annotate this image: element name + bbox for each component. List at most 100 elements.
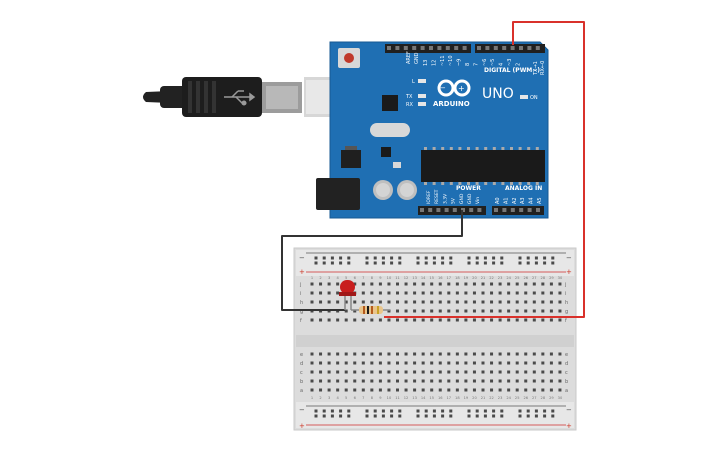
breadboard-hole[interactable] (413, 291, 417, 295)
breadboard-hole[interactable] (390, 256, 394, 260)
breadboard-hole[interactable] (475, 414, 479, 418)
breadboard-hole[interactable] (396, 352, 399, 356)
breadboard-hole[interactable] (387, 370, 391, 374)
breadboard-hole[interactable] (413, 352, 417, 356)
breadboard-hole[interactable] (549, 282, 553, 286)
breadboard-hole[interactable] (558, 309, 562, 313)
breadboard-hole[interactable] (378, 291, 382, 295)
breadboard-hole[interactable] (361, 300, 365, 304)
breadboard-hole[interactable] (441, 409, 445, 413)
breadboard-hole[interactable] (532, 388, 536, 392)
header-pin[interactable] (510, 46, 515, 50)
breadboard-hole[interactable] (507, 352, 511, 356)
breadboard-hole[interactable] (475, 409, 479, 413)
breadboard-hole[interactable] (404, 309, 408, 313)
breadboard-hole[interactable] (330, 414, 334, 418)
breadboard-hole[interactable] (558, 370, 562, 374)
breadboard-hole[interactable] (314, 261, 318, 265)
breadboard-hole[interactable] (319, 379, 323, 383)
breadboard-hole[interactable] (387, 318, 391, 322)
breadboard-hole[interactable] (378, 352, 382, 356)
breadboard-hole[interactable] (490, 352, 494, 356)
breadboard-hole[interactable] (551, 409, 555, 413)
resistor[interactable] (351, 306, 390, 314)
breadboard-hole[interactable] (498, 361, 502, 365)
breadboard-hole[interactable] (421, 361, 425, 365)
breadboard-hole[interactable] (549, 309, 553, 313)
breadboard-hole[interactable] (481, 361, 485, 365)
digital-header-pins[interactable] (385, 44, 545, 53)
breadboard-hole[interactable] (344, 318, 348, 322)
breadboard-hole[interactable] (532, 352, 536, 356)
breadboard-hole[interactable] (387, 282, 391, 286)
breadboard-hole[interactable] (387, 300, 391, 304)
breadboard-hole[interactable] (449, 409, 453, 413)
breadboard-hole[interactable] (549, 318, 553, 322)
breadboard-hole[interactable] (390, 409, 394, 413)
breadboard-hole[interactable] (441, 261, 445, 265)
breadboard-hole[interactable] (541, 282, 545, 286)
breadboard-hole[interactable] (365, 256, 369, 260)
breadboard-hole[interactable] (310, 318, 314, 322)
breadboard-hole[interactable] (336, 282, 340, 286)
breadboard-hole[interactable] (534, 414, 538, 418)
breadboard-hole[interactable] (498, 291, 502, 295)
breadboard-hole[interactable] (361, 361, 365, 365)
breadboard-hole[interactable] (336, 300, 340, 304)
breadboard-hole[interactable] (541, 361, 545, 365)
breadboard-hole[interactable] (490, 379, 494, 383)
breadboard-hole[interactable] (430, 309, 434, 313)
breadboard-hole[interactable] (353, 361, 357, 365)
breadboard-hole[interactable] (430, 379, 434, 383)
breadboard-hole[interactable] (526, 414, 530, 418)
breadboard-hole[interactable] (543, 261, 547, 265)
breadboard-hole[interactable] (472, 300, 476, 304)
breadboard-hole[interactable] (322, 409, 326, 413)
header-pin[interactable] (510, 208, 515, 212)
header-pin[interactable] (494, 208, 498, 212)
breadboard-hole[interactable] (490, 309, 494, 313)
breadboard-hole[interactable] (396, 300, 399, 304)
breadboard-hole[interactable] (373, 256, 377, 260)
breadboard-hole[interactable] (330, 261, 334, 265)
breadboard-hole[interactable] (365, 261, 369, 265)
breadboard-hole[interactable] (353, 300, 357, 304)
breadboard-hole[interactable] (541, 379, 545, 383)
breadboard-hole[interactable] (543, 414, 547, 418)
header-pin[interactable] (502, 208, 507, 212)
header-pin[interactable] (477, 46, 481, 50)
breadboard-hole[interactable] (365, 414, 369, 418)
breadboard-hole[interactable] (455, 291, 459, 295)
header-pin[interactable] (387, 46, 391, 50)
breadboard-hole[interactable] (314, 414, 318, 418)
breadboard-hole[interactable] (432, 409, 436, 413)
breadboard-hole[interactable] (416, 256, 420, 260)
breadboard-hole[interactable] (413, 370, 417, 374)
breadboard-hole[interactable] (464, 309, 468, 313)
breadboard-hole[interactable] (492, 409, 496, 413)
breadboard-hole[interactable] (551, 414, 555, 418)
breadboard-hole[interactable] (464, 361, 468, 365)
breadboard-hole[interactable] (378, 282, 382, 286)
header-pin[interactable] (452, 208, 457, 212)
header-pin[interactable] (469, 208, 474, 212)
breadboard-hole[interactable] (336, 388, 340, 392)
breadboard-hole[interactable] (464, 318, 468, 322)
breadboard-hole[interactable] (378, 388, 382, 392)
breadboard-hole[interactable] (464, 352, 468, 356)
header-pin[interactable] (429, 46, 433, 50)
breadboard-hole[interactable] (534, 256, 538, 260)
breadboard-hole[interactable] (438, 352, 442, 356)
breadboard-hole[interactable] (498, 309, 502, 313)
breadboard-hole[interactable] (447, 370, 451, 374)
breadboard-hole[interactable] (507, 379, 511, 383)
breadboard-hole[interactable] (532, 361, 536, 365)
breadboard-hole[interactable] (438, 379, 442, 383)
header-pin[interactable] (502, 46, 507, 50)
breadboard-hole[interactable] (524, 309, 528, 313)
breadboard-hole[interactable] (490, 370, 494, 374)
breadboard-hole[interactable] (424, 261, 428, 265)
breadboard-hole[interactable] (464, 282, 468, 286)
header-pin[interactable] (462, 46, 467, 50)
breadboard-hole[interactable] (344, 300, 348, 304)
